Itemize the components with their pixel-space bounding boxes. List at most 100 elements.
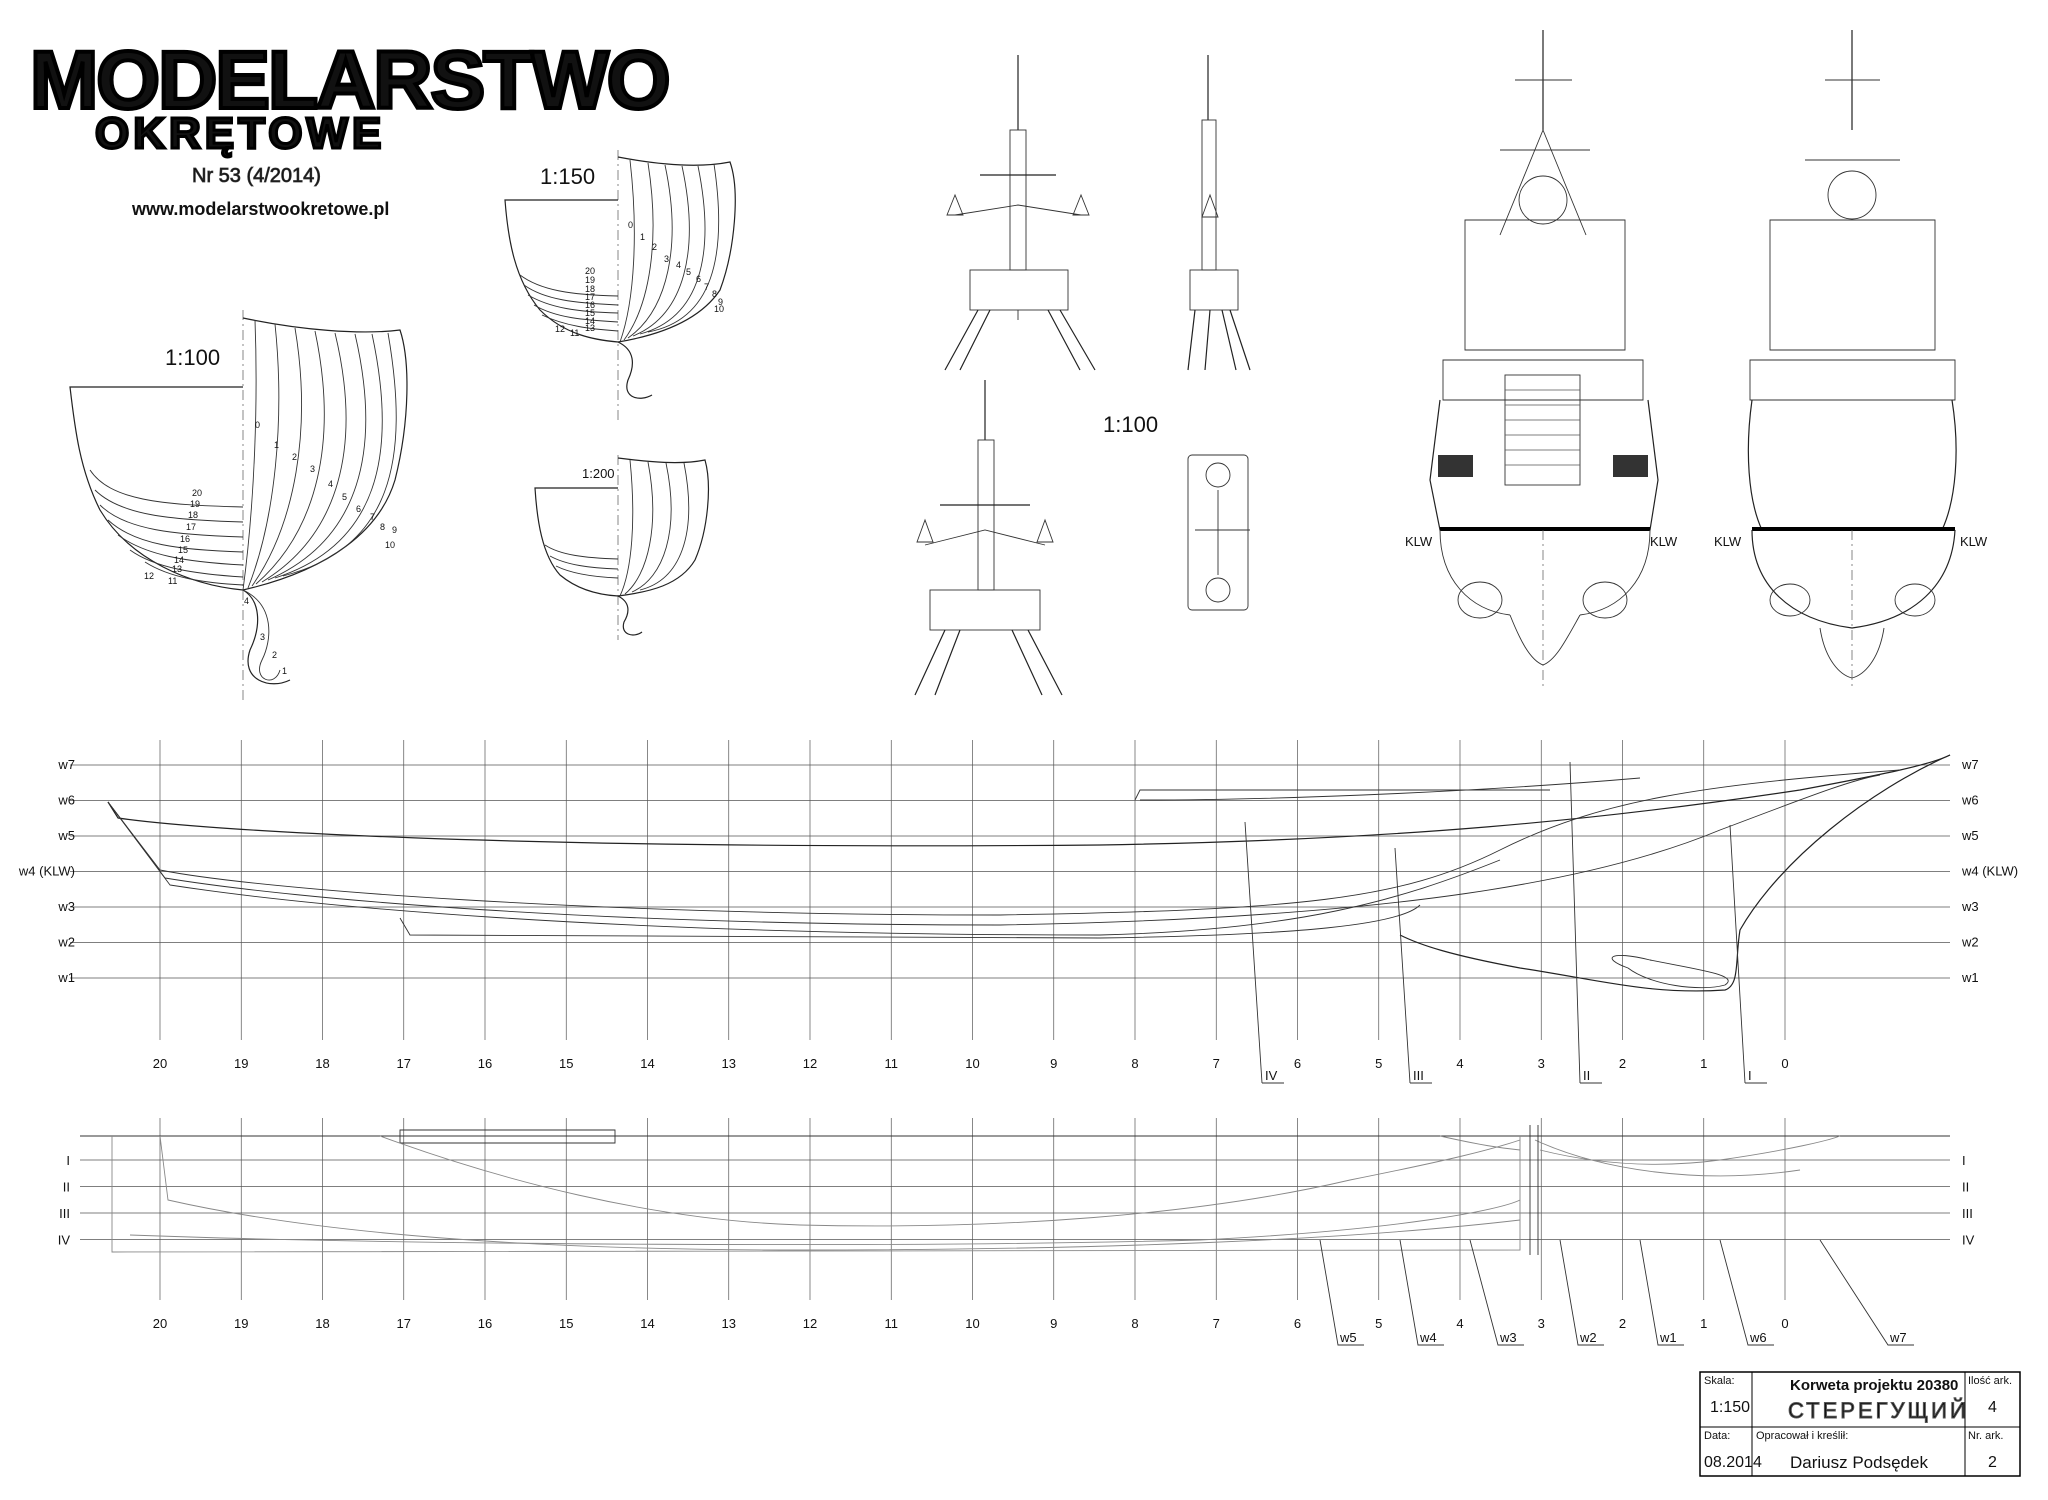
station-label-fwd: 4 [676, 260, 681, 270]
station-label: 2 [1619, 1056, 1626, 1071]
waterline-tag-leader [1319, 1239, 1364, 1346]
waterline-label-right: w3 [1961, 899, 1979, 914]
station-label-fwd: 2 [292, 452, 297, 462]
scale-label: Skala: [1704, 1375, 1735, 1387]
mast-front-view [944, 55, 1096, 371]
station-label-fwd: 5 [686, 267, 691, 277]
mast-side-view [1187, 55, 1251, 371]
issue-number: Nr 53 (4/2014) [192, 165, 321, 187]
waterline-tag: w1 [1659, 1330, 1677, 1345]
waterline-tag-leader [1819, 1239, 1914, 1346]
station-label: 9 [1050, 1316, 1057, 1331]
waterline-label-left: w6 [57, 793, 75, 808]
waterline-label-left: w4 (KLW) [18, 864, 75, 879]
station-label-fwd: 1 [640, 232, 645, 242]
station-label: 3 [1538, 1056, 1545, 1071]
waterline-tag: w2 [1579, 1330, 1597, 1345]
station-label: 6 [1294, 1056, 1301, 1071]
waterline-tag-leader [1719, 1239, 1774, 1346]
station-label-aft: 18 [188, 510, 198, 520]
buttock-label-right: III [1962, 1206, 1973, 1221]
station-label: 19 [234, 1316, 248, 1331]
waterline-tag: w7 [1889, 1330, 1907, 1345]
mast-views-scale: 1:100 [1103, 412, 1158, 437]
project-title: Korweta projektu 20380 [1790, 1377, 1958, 1394]
buttock-label-right: IV [1962, 1233, 1975, 1248]
waterline-tag: w6 [1749, 1330, 1767, 1345]
waterline-tag: w4 [1419, 1330, 1437, 1345]
station-label-fwd: 9 [718, 297, 723, 307]
station-label-aft: 19 [585, 275, 595, 285]
stern-klw-left: KLW [1714, 534, 1742, 549]
keel-label: 1 [282, 666, 287, 676]
station-label-aft: 15 [178, 545, 188, 555]
station-label: 18 [315, 1056, 329, 1071]
station-label-fwd: 8 [712, 289, 717, 299]
station-label-aft: 19 [190, 499, 200, 509]
station-label: 13 [722, 1316, 736, 1331]
mast-front-view-2 [914, 380, 1063, 696]
waterline-tag: w5 [1339, 1330, 1357, 1345]
station-label-fwd: 1 [274, 440, 279, 450]
station-label-aft: 11 [168, 576, 177, 586]
station-label: 7 [1213, 1316, 1220, 1331]
station-label-aft: 18 [585, 284, 595, 294]
keel-label: 4 [244, 596, 249, 606]
bow-view: KLW KLW [1405, 30, 1678, 690]
sheer-bow-profile [1399, 754, 1951, 992]
station-label-aft: 11 [570, 328, 579, 338]
station-label: 8 [1131, 1056, 1138, 1071]
station-label: 16 [478, 1316, 492, 1331]
station-label: 8 [1131, 1316, 1138, 1331]
magazine-logo: MODELARSTWO OKRĘTOWE [28, 33, 672, 160]
waterline-label-right: w7 [1961, 757, 1979, 772]
station-label: 1 [1700, 1056, 1707, 1071]
station-label-fwd: 0 [628, 220, 633, 230]
station-label-aft: 20 [585, 266, 595, 276]
station-label: 11 [885, 1056, 899, 1071]
buttock-label-left: II [63, 1180, 70, 1195]
station-label-aft: 12 [555, 324, 565, 334]
station-label-fwd: 5 [342, 492, 347, 502]
station-label: 10 [965, 1316, 979, 1331]
station-label-fwd: 6 [696, 274, 701, 284]
buttock-label-left: IV [58, 1233, 71, 1248]
station-label-aft: 16 [180, 534, 190, 544]
station-label: 14 [640, 1056, 654, 1071]
mast-top-view [1187, 454, 1250, 611]
body-plan-1-150-scale: 1:150 [540, 164, 595, 189]
station-label-fwd: 8 [380, 522, 385, 532]
waterline-label-right: w4 (KLW) [1961, 864, 2018, 879]
half-breadth-grid [80, 1118, 1950, 1300]
station-label: 6 [1294, 1316, 1301, 1331]
scale-value: 1:150 [1710, 1399, 1750, 1416]
waterline-tag: w3 [1499, 1330, 1517, 1345]
station-label: 17 [397, 1316, 411, 1331]
sheet-no-value: 2 [1988, 1454, 1997, 1471]
waterline-label-right: w2 [1961, 935, 1979, 950]
station-label: 4 [1456, 1056, 1463, 1071]
station-label: 19 [234, 1056, 248, 1071]
station-label: 12 [803, 1056, 817, 1071]
buttock-tag: II [1583, 1068, 1590, 1083]
waterline-label-right: w5 [1961, 828, 1979, 843]
sheer-plan-grid [70, 740, 1950, 1040]
station-label: 5 [1375, 1056, 1382, 1071]
station-label: 0 [1781, 1056, 1788, 1071]
station-label-fwd: 6 [356, 504, 361, 514]
waterline-label-left: w5 [57, 828, 75, 843]
station-label-fwd: 10 [385, 540, 395, 550]
sheets-label: Ilość ark. [1968, 1375, 2012, 1387]
station-label-fwd: 7 [704, 282, 709, 292]
aft-section-outline [69, 386, 244, 591]
station-label-fwd: 3 [310, 464, 315, 474]
sheet-no-label: Nr. ark. [1968, 1430, 2003, 1442]
